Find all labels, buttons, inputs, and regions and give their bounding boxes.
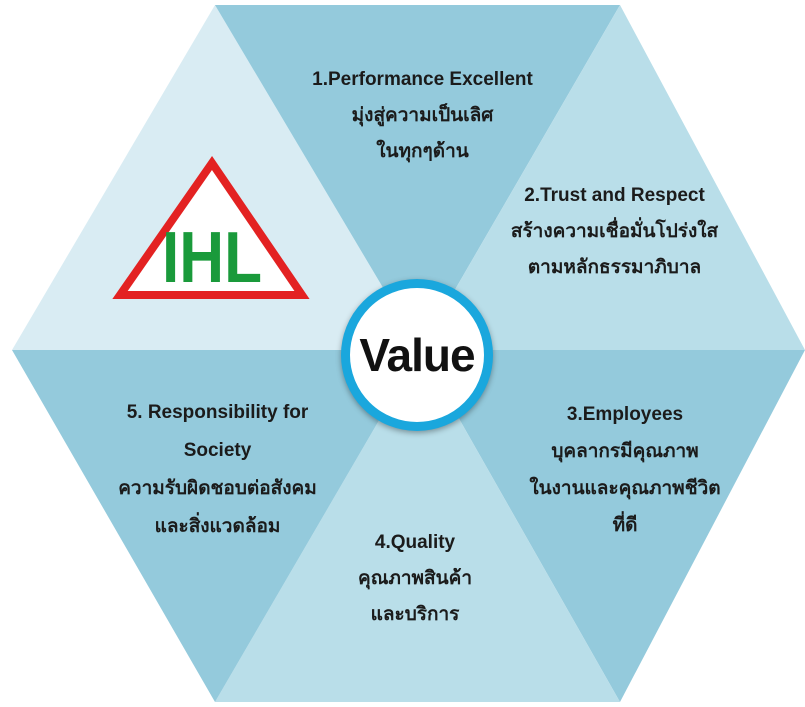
employees-line-2: บุคลากรมีคุณภาพ: [551, 441, 699, 462]
value-circle: Value: [341, 279, 493, 431]
responsibility-line-4: และสิ่งแวดล้อม: [154, 516, 281, 537]
responsibility-line-2: Society: [183, 440, 252, 461]
performance-line-2: มุ่งสู่ความเป็นเลิศ: [351, 105, 494, 126]
segment-performance: [215, 5, 620, 350]
trust-line-3: ตามหลักธรรมาภิบาล: [527, 257, 702, 278]
trust-line-2: สร้างความเชื่อมั่นโปร่งใส: [510, 221, 719, 242]
employees-title: 3.Employees: [566, 404, 684, 425]
responsibility-line-3: ความรับผิดชอบต่อสังคม: [118, 478, 317, 499]
logo-text: IHL: [162, 218, 262, 298]
trust-title: 2.Trust and Respect: [524, 185, 705, 206]
employees-line-4: ที่ดี: [612, 515, 638, 536]
segment-employees-text: 3.Employees บุคลากรมีคุณภาพ ในงานและคุณภ…: [500, 396, 750, 544]
employees-line-3: ในงานและคุณภาพชีวิต: [529, 478, 721, 499]
segment-quality-text: 4.Quality คุณภาพสินค้า และบริการ: [325, 525, 505, 633]
ihl-logo: IHL: [112, 155, 310, 299]
performance-title: 1.Performance Excellent: [312, 69, 533, 90]
segment-responsibility: [12, 350, 420, 702]
responsibility-title: 5. Responsibility for: [126, 402, 309, 423]
performance-line-3: ในทุกๆด้าน: [376, 141, 469, 162]
quality-title: 4.Quality: [374, 532, 456, 553]
segment-trust-text: 2.Trust and Respect สร้างความเชื่อมั่นโป…: [492, 178, 737, 286]
segment-quality: [215, 350, 620, 702]
quality-line-2: คุณภาพสินค้า: [357, 568, 473, 589]
segment-employees: [420, 350, 805, 702]
value-label: Value: [359, 329, 475, 381]
segment-performance-text: 1.Performance Excellent มุ่งสู่ความเป็นเ…: [270, 62, 575, 170]
segment-responsibility-text: 5. Responsibility for Society ความรับผิด…: [90, 394, 345, 546]
quality-line-3: และบริการ: [370, 604, 460, 625]
segment-trust: [420, 5, 805, 350]
